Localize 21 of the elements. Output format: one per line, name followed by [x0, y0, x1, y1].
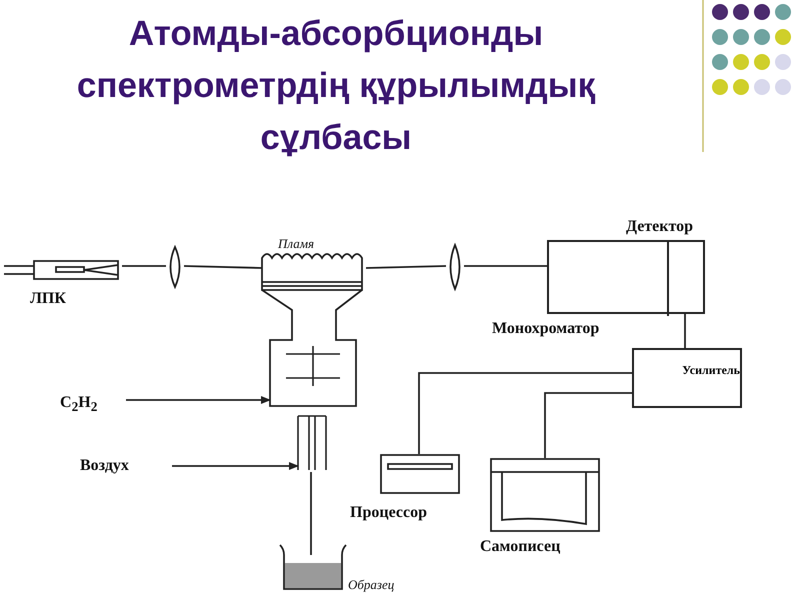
amplifier-box: Усилитель: [632, 348, 742, 408]
component-label: Пламя: [278, 236, 314, 252]
connector-line: [464, 265, 547, 267]
component-label: Детектор: [626, 218, 694, 236]
connector-line: [122, 265, 166, 267]
component-label: Самописец: [480, 538, 560, 556]
connector-line: [366, 265, 446, 269]
component-label: Образец: [348, 577, 394, 593]
component-label: ЛПК: [30, 290, 66, 308]
connector-line: [418, 372, 632, 454]
connector-line: [684, 313, 686, 348]
component-label: Монохроматор: [492, 320, 600, 338]
arrow: [172, 462, 299, 470]
inlet-label: Воздух: [80, 457, 129, 475]
arrow: [126, 396, 271, 404]
connector-line: [184, 265, 262, 269]
slide-title: Атомды-абсорбционды спектрометрдің құрылымдық сұлбасы: [76, 13, 596, 159]
connector-line: [310, 472, 312, 555]
component-label: Процессор: [350, 504, 427, 522]
connector-line: [544, 392, 632, 458]
inlet-label: C$_{2}$H$_{2}$: [60, 394, 98, 416]
